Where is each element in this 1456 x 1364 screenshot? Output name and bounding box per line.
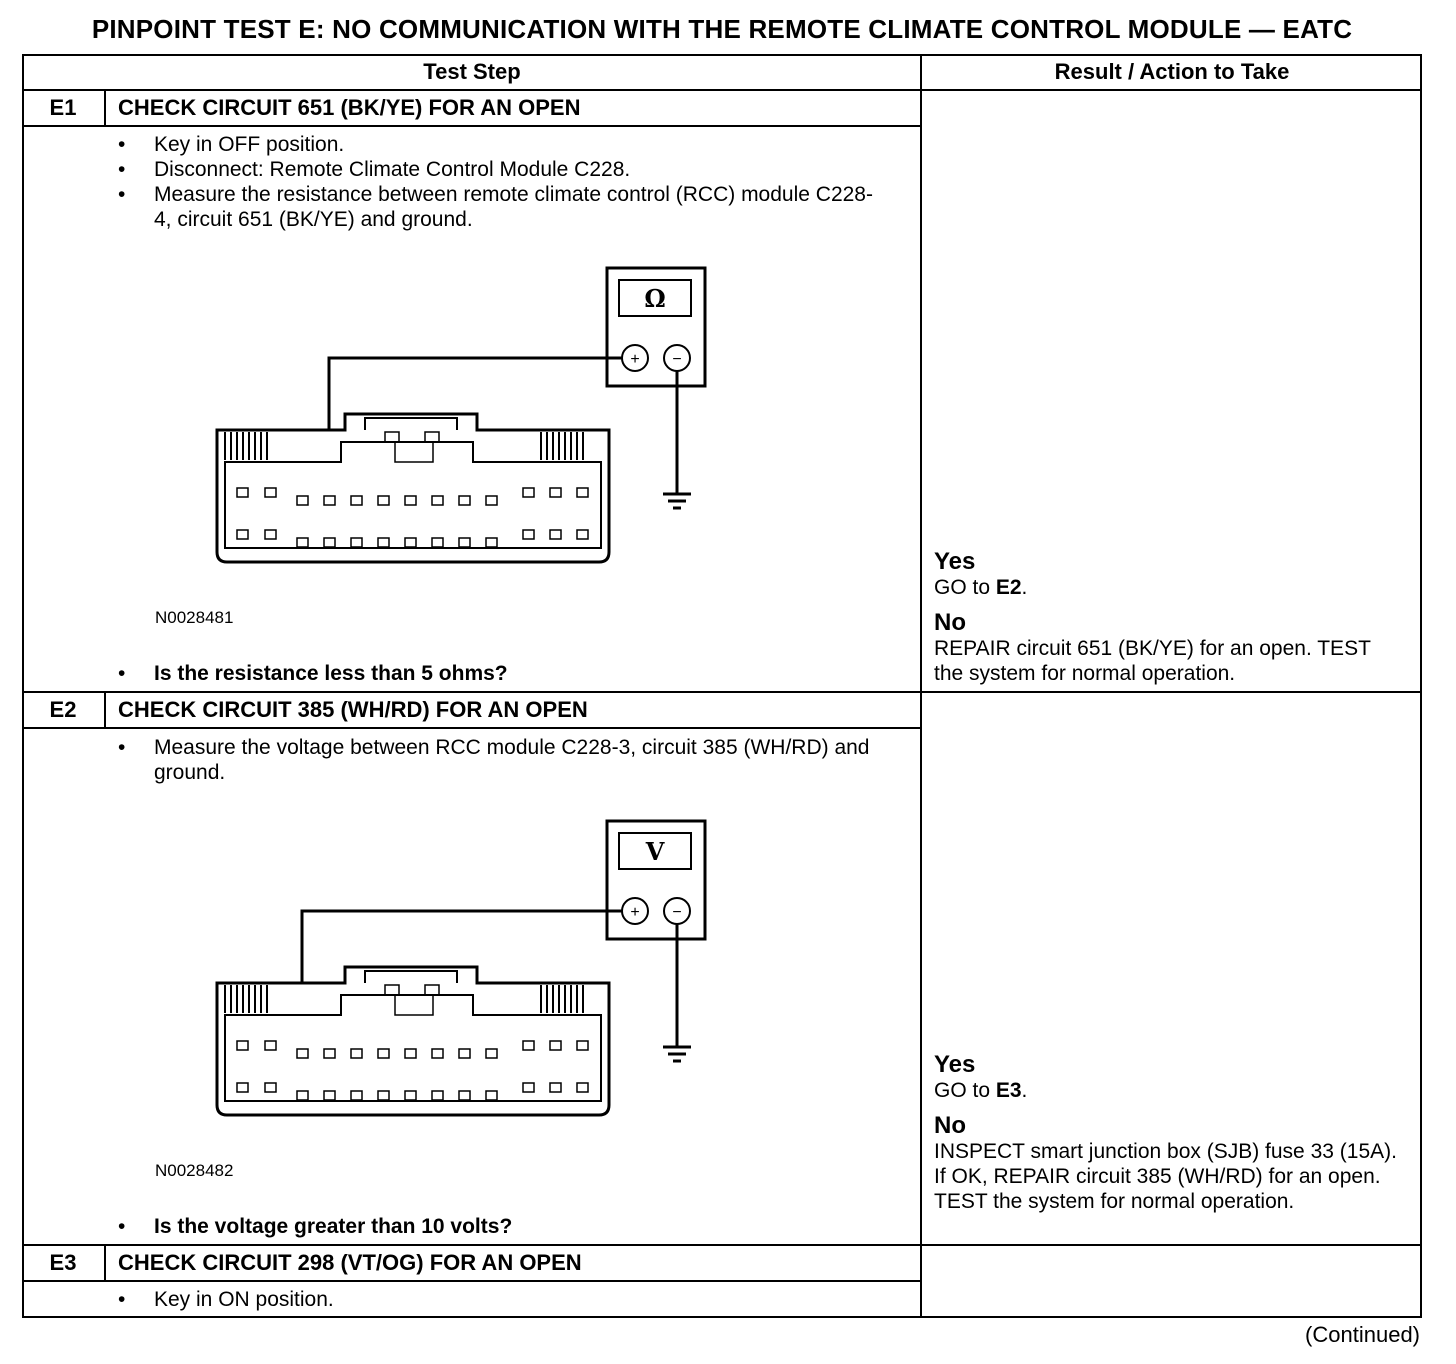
volt-icon: V (645, 837, 665, 866)
action-item: •Measure the resistance between remote c… (118, 183, 873, 231)
minus-icon: − (672, 904, 681, 921)
step-id: E2 (49, 697, 77, 722)
plus-icon: + (630, 904, 639, 921)
e1-title-divider (22, 125, 922, 127)
e2-id-divider (104, 692, 106, 729)
voltmeter-connector-diagram: V + − (215, 819, 707, 1117)
step-actions: •Key in OFF position. •Disconnect: Remot… (118, 132, 878, 232)
yes-label: Yes (934, 548, 976, 575)
plus-icon: + (630, 351, 639, 368)
e3-title-divider (22, 1280, 922, 1282)
no-action: REPAIR circuit 651 (BK/YE) for an open. … (934, 637, 1371, 685)
ground-icon (663, 492, 691, 510)
step-title: CHECK CIRCUIT 385 (WH/RD) FOR AN OPEN (118, 697, 588, 722)
test-table (22, 54, 1422, 1318)
step-actions: •Key in ON position. (118, 1287, 878, 1312)
action-item: •Disconnect: Remote Climate Control Modu… (118, 158, 631, 181)
yes-action: GO to E3. (934, 1079, 1028, 1102)
step-actions: •Measure the voltage between RCC module … (118, 735, 878, 785)
go-to-link[interactable]: E2 (995, 576, 1022, 599)
yes-action: GO to E2. (934, 576, 1028, 599)
header-result: Result / Action to Take (1054, 59, 1290, 84)
step-id: E1 (49, 95, 77, 120)
connector-c228-icon (215, 965, 611, 1117)
meter-display (618, 279, 692, 317)
step-result: Yes GO to E2. No REPAIR circuit 651 (BK/… (934, 549, 1404, 686)
action-item: •Key in OFF position. (118, 133, 345, 156)
figure-id: N0028482 (155, 1161, 234, 1180)
step-id: E3 (49, 1250, 77, 1275)
go-to-link[interactable]: E3 (995, 1079, 1022, 1102)
no-label: No (934, 609, 966, 636)
header-test-step: Test Step (423, 59, 521, 84)
ohmmeter-connector-diagram: Ω + − (215, 266, 707, 564)
continued-label: (Continued) (1305, 1322, 1420, 1347)
meter-display (618, 832, 692, 870)
ground-icon (663, 1045, 691, 1063)
e3-id-divider (104, 1245, 106, 1282)
no-label: No (934, 1112, 966, 1139)
header-divider (22, 89, 1422, 91)
step-question: •Is the resistance less than 5 ohms? (118, 662, 508, 685)
connector-c228-icon (215, 412, 611, 564)
page-title: PINPOINT TEST E: NO COMMUNICATION WITH T… (91, 14, 1353, 44)
figure-id: N0028481 (155, 608, 234, 627)
e1-id-divider (104, 90, 106, 127)
yes-label: Yes (934, 1051, 976, 1078)
e2-e3-divider (22, 1244, 1422, 1246)
e1-e2-divider (22, 691, 1422, 693)
column-divider (920, 54, 922, 1318)
step-result: Yes GO to E3. No INSPECT smart junction … (934, 1052, 1404, 1214)
action-item: •Key in ON position. (118, 1288, 334, 1311)
step-title: CHECK CIRCUIT 298 (VT/OG) FOR AN OPEN (118, 1250, 582, 1275)
minus-icon: − (672, 351, 681, 368)
ohm-icon: Ω (644, 284, 665, 313)
e2-title-divider (22, 727, 922, 729)
action-item: •Measure the voltage between RCC module … (118, 736, 870, 784)
no-action: INSPECT smart junction box (SJB) fuse 33… (934, 1140, 1397, 1213)
step-question: •Is the voltage greater than 10 volts? (118, 1215, 513, 1238)
step-title: CHECK CIRCUIT 651 (BK/YE) FOR AN OPEN (118, 95, 581, 120)
